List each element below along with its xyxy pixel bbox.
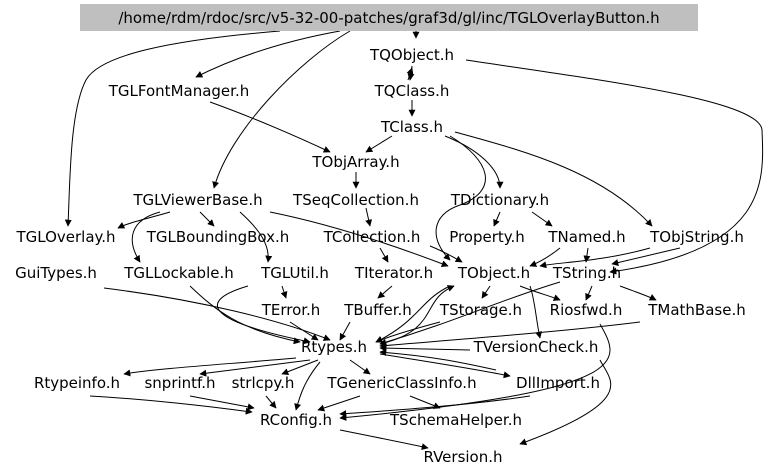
edge-dllimport-to-rconfig — [339, 395, 531, 418]
edge-rtypeinfo-to-rconfig — [89, 395, 253, 415]
edge-rtypes-to-strlcpy — [281, 359, 319, 375]
node-tgllockable-label: TGLLockable.h — [123, 264, 233, 282]
edge-tglviewerbase-to-tobject — [269, 211, 449, 268]
edge-tstorage-to-rtypes — [375, 321, 441, 343]
node-tglutil-label: TGLUtil.h — [260, 264, 329, 282]
edge-tstring-to-tmathbase — [619, 285, 657, 301]
node-strlcpy-label: strlcpy.h — [232, 374, 295, 392]
edge-tgenericclassinfo-to-rconfig — [317, 395, 361, 412]
node-terror-label: TError.h — [261, 301, 321, 319]
edge-tglutil-to-rtypes — [217, 285, 311, 345]
node-tobject-label: TObject.h — [457, 264, 530, 282]
edge-tglviewerbase-to-tgloverlay — [117, 211, 171, 229]
node-tobjstring-label: TObjString.h — [649, 228, 744, 246]
edge-tmathbase-to-rtypes — [379, 321, 641, 349]
node-tmathbase-label: TMathBase.h — [647, 301, 746, 319]
node-riosfwd-label: Riosfwd.h — [550, 301, 623, 319]
edge-tnamed-to-tobject — [529, 247, 561, 267]
edge-tcollection-to-titerator — [379, 247, 389, 263]
node-tcollection-label: TCollection.h — [323, 228, 421, 246]
edge-tobjstring-to-tobject — [539, 247, 651, 269]
edge-tgllockable-to-rtypes — [189, 285, 301, 345]
edge-terror-to-rtypes — [289, 321, 319, 341]
node-tstorage-label: TStorage.h — [439, 301, 522, 319]
root-node-label: /home/rdm/rdoc/src/v5-32-00-patches/graf… — [118, 9, 659, 27]
node-tnamed-label: TNamed.h — [547, 228, 625, 246]
edge-titerator-to-tbuffer — [377, 285, 393, 299]
node-rtypeinfo-label: Rtypeinfo.h — [34, 374, 120, 392]
node-property-label: Property.h — [449, 228, 525, 246]
edge-tdictionary-to-property — [493, 211, 501, 227]
edge-tstring-to-rtypes — [379, 281, 561, 346]
edge-tglfontmanager-to-tobjarray — [209, 101, 331, 153]
edge-tdictionary-to-tnamed — [531, 211, 553, 227]
edge-riosfwd-to-rconfig — [339, 323, 611, 421]
node-tgenericclassinfo-label: TGenericClassInfo.h — [326, 374, 476, 392]
edge-tversioncheck-to-rtypes — [379, 344, 471, 352]
node-dllimport-label: DllImport.h — [516, 374, 600, 392]
node-snprintf-label: snprintf.h — [144, 374, 215, 392]
node-rversion-label: RVersion.h — [423, 448, 502, 466]
node-tqclass-label: TQClass.h — [374, 82, 450, 100]
edge-tobject-to-tversioncheck — [529, 285, 543, 339]
edge-tobject-to-riosfwd — [519, 285, 561, 301]
edge-tclass-to-tobject — [435, 135, 486, 261]
edge-guitypes-to-rtypes — [103, 287, 331, 341]
edge-tclass-to-tdictionary — [444, 135, 504, 189]
node-tgloverlay-label: TGLOverlay.h — [15, 228, 115, 246]
node-tseqcollection-label: TSeqCollection.h — [292, 191, 419, 209]
dependency-edges — [64, 30, 764, 451]
edge-tglviewerbase-to-tgllockable — [131, 211, 161, 263]
node-tdictionary-label: TDictionary.h — [450, 191, 549, 209]
edge-tqobject-to-tstring — [465, 59, 764, 275]
node-tbuffer-label: TBuffer.h — [343, 301, 412, 319]
edge-tnamed-to-tstring — [583, 247, 591, 263]
edge-tobjstring-to-tstring — [611, 247, 681, 266]
node-tclass-label: TClass.h — [380, 118, 443, 136]
node-tversioncheck-label: TVersionCheck.h — [473, 338, 599, 356]
edge-tglviewerbase-to-tglboundingbox — [199, 211, 215, 227]
edge-rtypes-to-snprintf — [199, 359, 311, 377]
edge-tclass-to-tobjarray — [365, 135, 393, 153]
node-tglboundingbox-label: TGLBoundingBox.h — [146, 228, 290, 246]
edge-tqclass-to-tqobject — [406, 67, 414, 81]
node-tglviewerbase-label: TGLViewerBase.h — [132, 191, 262, 209]
edge-tglviewerbase-to-tglutil — [239, 211, 273, 263]
edge-rtypes-to-dllimport — [379, 353, 511, 379]
edge-strlcpy-to-rconfig — [265, 395, 277, 409]
edge-rtypes-to-rtypeinfo — [123, 357, 297, 377]
edge-tstring-to-riosfwd — [585, 285, 593, 301]
edge-tglutil-to-terror — [280, 285, 288, 299]
node-rtypes-label: Rtypes.h — [301, 338, 367, 356]
edge-root-to-tgloverlay — [64, 30, 281, 227]
edge-rtypes-to-rconfig — [294, 361, 321, 411]
node-titerator-label: TIterator.h — [354, 264, 433, 282]
graph-nodes: TQObject.h TGLFontManager.h TQClass.h TC… — [15, 46, 746, 466]
edge-tclass-to-tobjstring — [454, 131, 653, 227]
edge-tobject-to-rtypes — [375, 285, 451, 343]
edge-tseqcollection-to-tcollection — [365, 207, 373, 227]
node-tschemahelper-label: TSchemaHelper.h — [389, 411, 522, 429]
edge-snprintf-to-rconfig — [189, 395, 255, 411]
edge-tversioncheck-to-rversion — [519, 359, 612, 446]
edge-tgenericclassinfo-to-tschemahelper — [409, 395, 441, 409]
edge-tbuffer-to-rtypes — [339, 321, 351, 341]
edge-rconfig-to-rversion — [339, 429, 429, 451]
node-tglfontmanager-label: TGLFontManager.h — [108, 82, 249, 100]
root-node-box — [80, 4, 698, 31]
node-rconfig-label: RConfig.h — [260, 411, 332, 429]
node-guitypes-label: GuiTypes.h — [15, 264, 97, 282]
edge-root-to-tglfontmanager — [195, 30, 341, 78]
edge-dllimport-to-rtypes — [379, 349, 497, 371]
edge-tcollection-to-tobject — [429, 245, 463, 263]
node-tqobject-label: TQObject.h — [369, 46, 454, 64]
node-tstring-label: TString.h — [552, 264, 621, 282]
edge-rtypes-to-tgenericclassinfo — [349, 359, 371, 375]
edge-root-to-tglviewerbase — [212, 30, 351, 189]
edge-tobject-to-tstorage — [481, 285, 491, 299]
node-tobjarray-label: TObjArray.h — [311, 153, 399, 171]
